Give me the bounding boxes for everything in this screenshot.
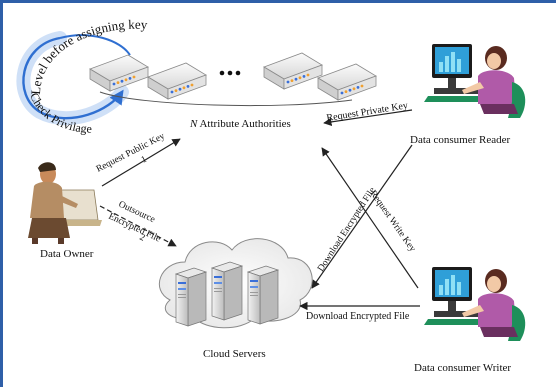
privilege-cycle-arrow xyxy=(16,31,131,126)
edge-label-step-1: 1 xyxy=(140,154,149,165)
data-owner-label: Data Owner xyxy=(40,248,94,260)
edge-label-download-reader: Download Encrypted File xyxy=(316,186,378,274)
arrow-request-write-key xyxy=(321,147,419,289)
writer-figure xyxy=(424,267,526,341)
writer-label: Data consumer Writer xyxy=(414,362,511,374)
server-icon xyxy=(247,265,279,325)
edge-label-request-write-key: Request Write Key xyxy=(368,189,418,254)
server-icon xyxy=(175,267,207,327)
arrow-outsource-file xyxy=(99,205,177,247)
arrow-request-public-key xyxy=(101,138,181,187)
server-icon xyxy=(211,261,243,321)
attribute-authorities xyxy=(89,52,377,107)
edge-label-request-private-key: Request Private Key xyxy=(326,100,409,124)
reader-label: Data consumer Reader xyxy=(410,134,511,146)
cloud-servers-figure xyxy=(158,238,313,329)
data-owner-figure xyxy=(28,162,102,244)
ellipsis-icon xyxy=(219,70,241,76)
authority-box-icon xyxy=(317,63,377,101)
authority-box-icon xyxy=(89,54,149,92)
arrow-download-reader xyxy=(311,144,413,289)
authorities-label: N Attribute Authorities xyxy=(189,118,291,130)
reader-figure xyxy=(424,44,526,118)
edge-label-download-writer: Download Encrypted File xyxy=(306,311,410,322)
cloud-servers-label: Cloud Servers xyxy=(203,348,266,360)
authority-box-icon xyxy=(147,62,207,100)
edge-label-step-2: 2 xyxy=(138,233,147,244)
authority-box-icon xyxy=(263,52,323,90)
arrow-request-private-key xyxy=(323,109,413,127)
